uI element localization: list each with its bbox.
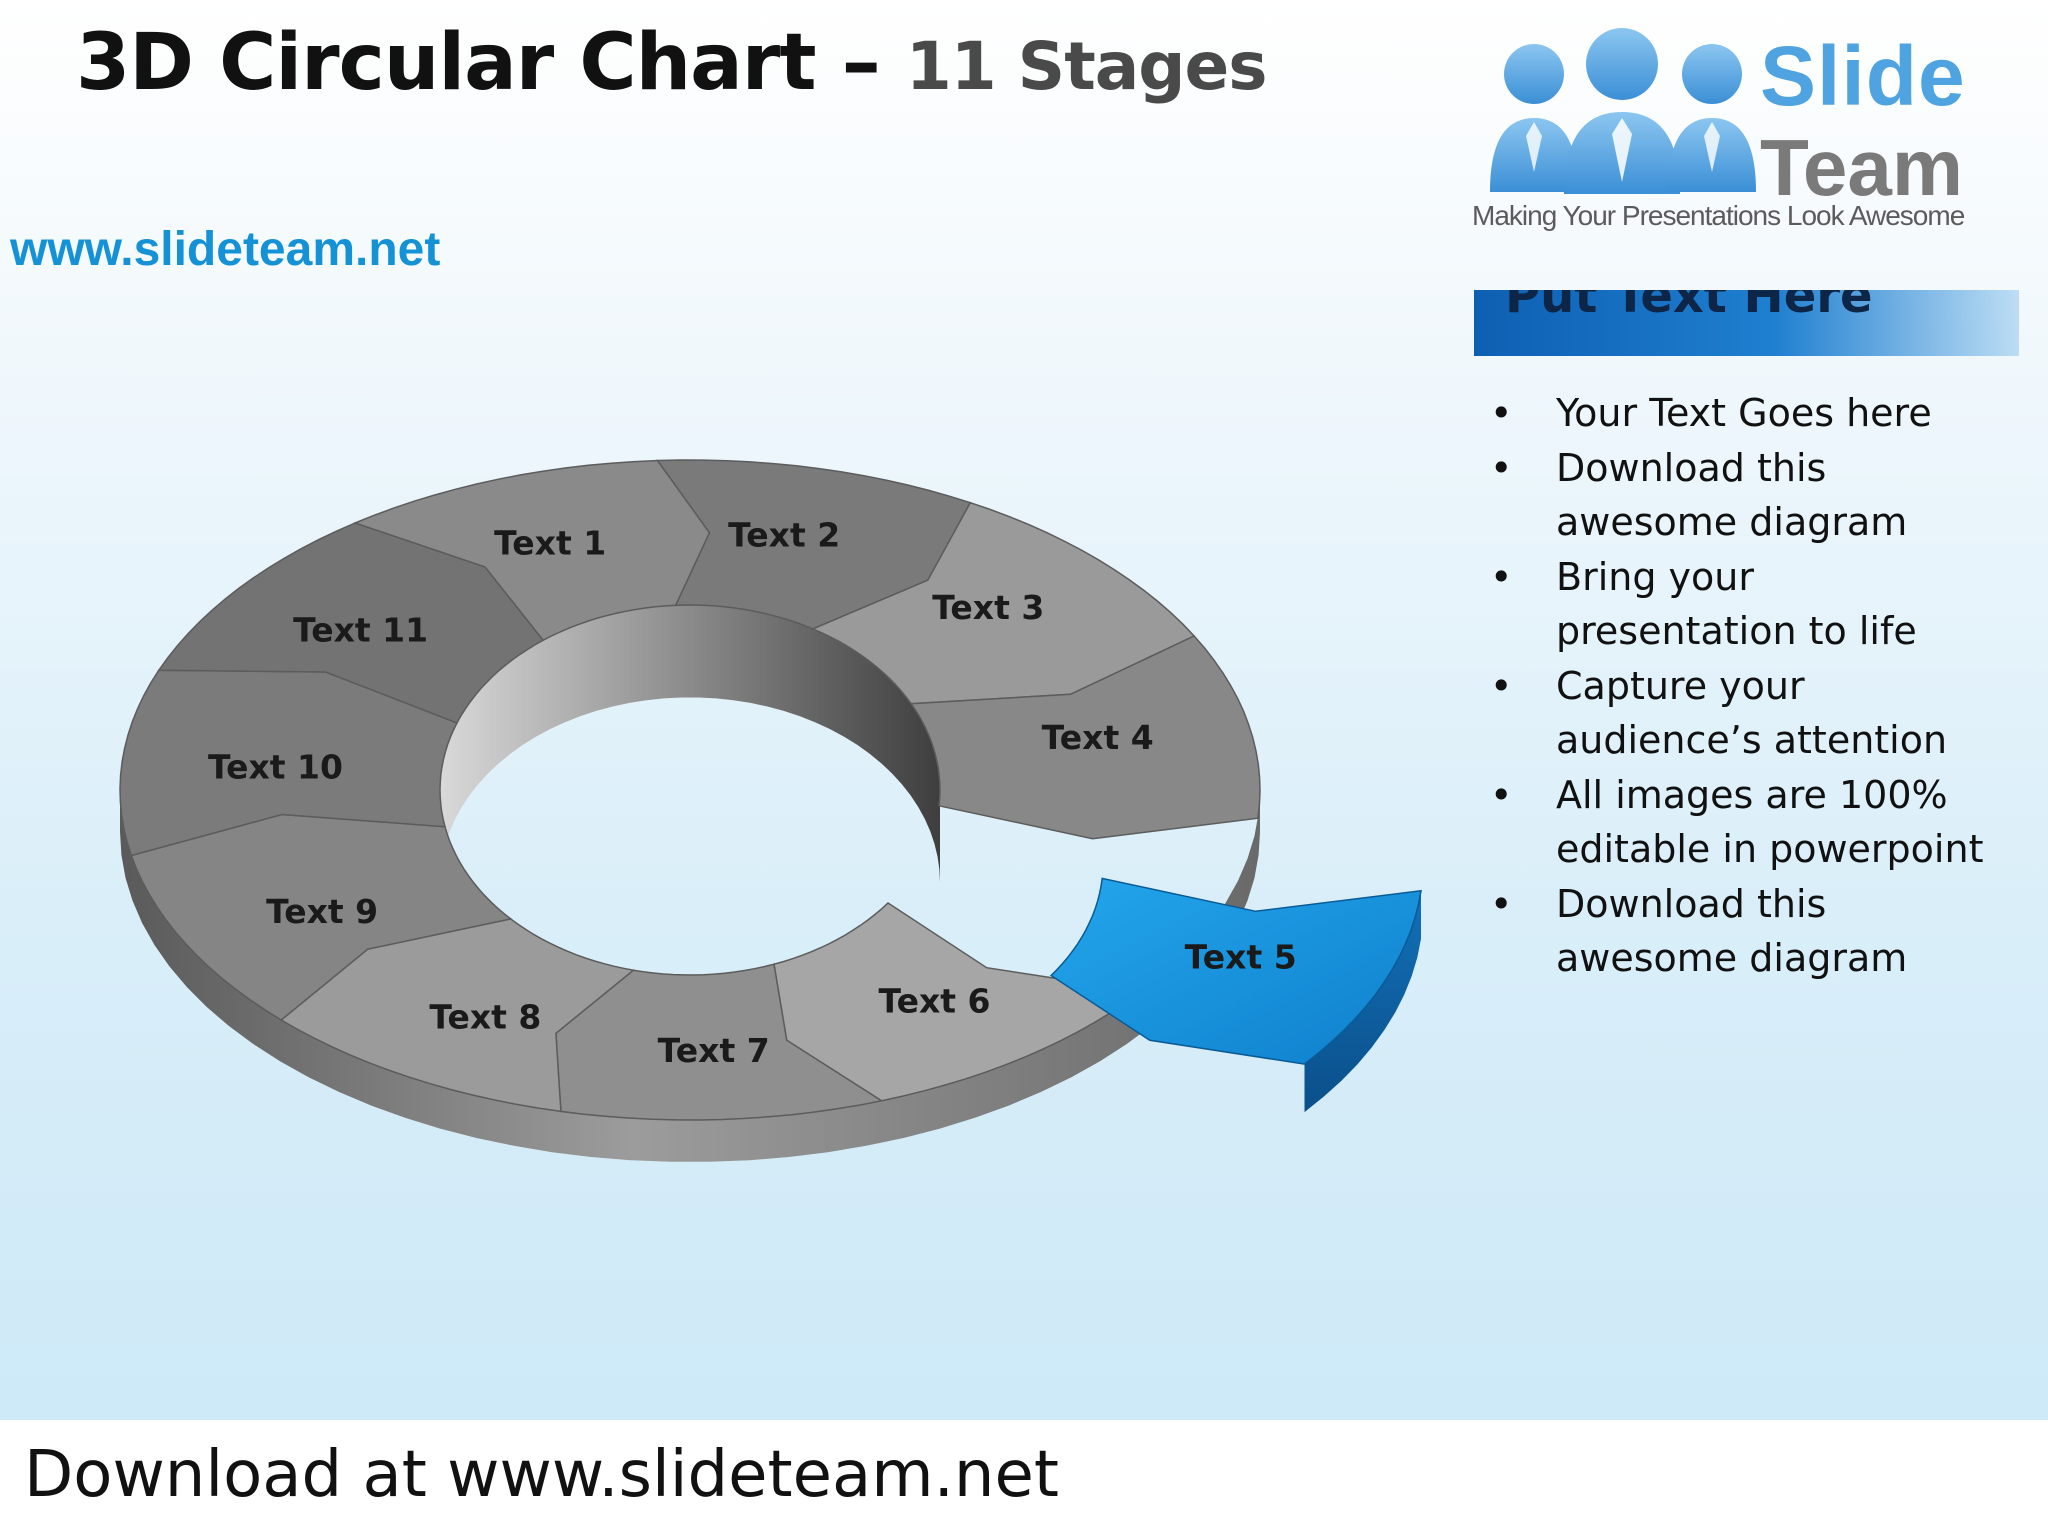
segment-label-7: Text 7 xyxy=(658,1031,770,1070)
segment-5-side xyxy=(1304,890,1421,1113)
bullet-item: Capture your audience’s attention xyxy=(1490,659,1996,768)
segment-label-3: Text 3 xyxy=(932,588,1044,627)
segment-label-11: Text 11 xyxy=(293,610,428,649)
ring-inner-wall-face xyxy=(440,605,940,883)
title-main: 3D Circular Chart – xyxy=(76,18,881,108)
panel-header-text: Put Text Here xyxy=(1505,268,1873,324)
segment-labels: Text 1 Text 2 Text 3 Text 4 Text 5 Text 6 Text… xyxy=(208,515,1297,1070)
segment-4 xyxy=(909,635,1261,840)
segment-11 xyxy=(157,522,545,724)
segment-label-1: Text 1 xyxy=(494,524,606,563)
segment-5 xyxy=(1049,877,1422,1065)
title-sub: 11 Stages xyxy=(905,28,1268,105)
ring-inner-wall xyxy=(440,605,940,883)
segment-label-5: Text 5 xyxy=(1185,937,1297,976)
people-group-icon xyxy=(1490,28,1756,194)
segment-label-2: Text 2 xyxy=(728,515,840,554)
bullet-list: Your Text Goes here Download this awesom… xyxy=(1490,386,1996,986)
logo-brand-team: Team xyxy=(1760,123,1964,212)
logo-url-link[interactable]: www.slideteam.net xyxy=(10,223,441,276)
bullet-item: Bring your presentation to life xyxy=(1490,550,1996,659)
logo-tagline: Making Your Presentations Look Awesome xyxy=(1472,200,1965,231)
bullet-item: Your Text Goes here xyxy=(1490,386,1996,441)
bullet-item: Download this awesome diagram xyxy=(1490,877,1996,986)
bullet-item: All images are 100% editable in powerpoi… xyxy=(1490,768,1996,877)
page-title: 3D Circular Chart – 11 Stages xyxy=(76,18,1268,108)
segment-label-10: Text 10 xyxy=(208,748,343,787)
slideteam-logo[interactable]: Slide Team Making Your Presentations Loo… xyxy=(1466,20,2026,320)
footer-bar xyxy=(0,1420,2048,1536)
footer-download-link[interactable]: Download at www.slideteam.net xyxy=(24,1438,1059,1512)
ring-top-segments xyxy=(119,459,1261,1121)
segment-label-4: Text 4 xyxy=(1042,718,1154,757)
panel-header-bar xyxy=(1474,290,2019,356)
highlighted-segment xyxy=(1049,877,1422,1113)
logo-brand-slide: Slide xyxy=(1760,29,1966,123)
segment-label-8: Text 8 xyxy=(429,998,541,1037)
bullet-item: Download this awesome diagram xyxy=(1490,441,1996,550)
segment-label-6: Text 6 xyxy=(878,982,990,1021)
segment-label-9: Text 9 xyxy=(266,892,378,931)
